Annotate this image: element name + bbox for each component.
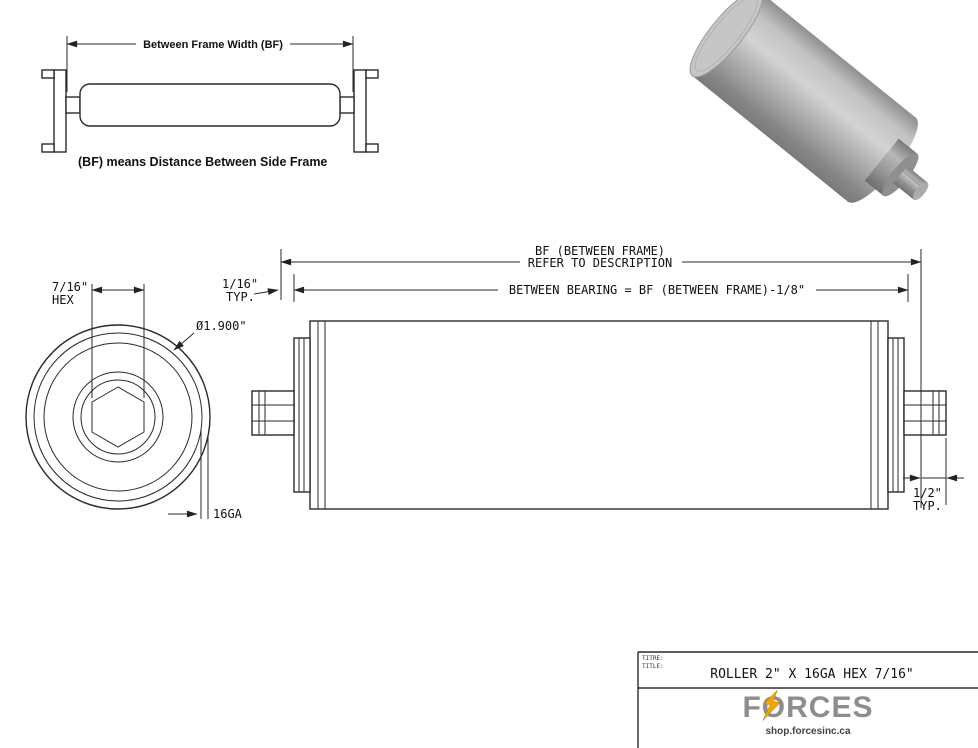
- near-face-ring: [694, 0, 758, 72]
- left-typ-word-label: TYP.: [226, 290, 255, 304]
- cylinder-far-cap: [845, 116, 918, 203]
- roller-end-view: 7/16" HEX Ø1.900" 16GA: [25, 280, 247, 521]
- hex-facet-line: [897, 177, 919, 195]
- bearing-hub-cap: [882, 153, 919, 197]
- forces-logo: FORCES shop.forcesinc.ca: [640, 689, 976, 737]
- bearing-hub: [864, 138, 918, 196]
- bf-dim-label-2: REFER TO DESCRIPTION: [528, 256, 673, 270]
- roller-3d-render: [689, 0, 929, 203]
- roller-od-circle: [25, 324, 211, 510]
- right-shaft-stub: [339, 96, 355, 114]
- crimp-circle: [43, 342, 193, 492]
- hex-size-label: 7/16": [52, 280, 88, 294]
- diameter-label: Ø1.900": [196, 319, 247, 333]
- cylinder-near-face: [689, 0, 763, 78]
- right-typ-word-label: TYP.: [913, 499, 942, 513]
- right-hex-shaft: [903, 390, 947, 436]
- hex-word-label: HEX: [52, 293, 74, 307]
- hex-bore: [91, 386, 145, 448]
- left-bearing-cap: [293, 337, 311, 493]
- left-hex-shaft: [251, 390, 295, 436]
- drawing-title: ROLLER 2" X 16GA HEX 7/16": [710, 667, 914, 682]
- bearing-circle-outer: [72, 371, 164, 463]
- right-bearing-cap: [887, 337, 905, 493]
- right-typ-size-label: 1/2": [913, 486, 942, 500]
- shaft-end-cap: [912, 182, 929, 201]
- lightning-bolt-icon: [763, 689, 781, 721]
- left-typ-size-label: 1/16": [222, 277, 258, 291]
- website-text: shop.forcesinc.ca: [765, 726, 851, 737]
- title-block: TITRE: TITLE: ROLLER 2" X 16GA HEX 7/16": [637, 651, 978, 748]
- bearing-circle-inner: [80, 379, 156, 455]
- roller-outline: [79, 83, 341, 127]
- roller-side-view: BF (BETWEEN FRAME) REFER TO DESCRIPTION …: [222, 244, 964, 513]
- left-side-frame: [41, 69, 67, 153]
- left-shaft-stub: [65, 96, 81, 114]
- bf-dim-label-1: BF (BETWEEN FRAME): [535, 244, 665, 258]
- bf-width-label: Between Frame Width (BF): [143, 39, 283, 51]
- title-label-en: TITLE:: [642, 663, 664, 670]
- bf-caption: (BF) means Distance Between Side Frame: [78, 155, 327, 169]
- gauge-label: 16GA: [213, 507, 243, 521]
- cylinder-body: [692, 0, 916, 202]
- roller-id-circle: [33, 332, 203, 502]
- bf-explainer-diagram: Between Frame Width (BF) (BF) means Dist…: [41, 36, 379, 169]
- right-side-frame: [353, 69, 379, 153]
- between-bearing-label: BETWEEN BEARING = BF (BETWEEN FRAME)-1/8…: [509, 283, 805, 297]
- title-label-fr: TITRE:: [642, 655, 664, 662]
- brand-row: FORCES: [742, 689, 873, 725]
- roller-body: [309, 320, 889, 510]
- leader-line: [173, 332, 195, 351]
- leader-line: [253, 288, 279, 296]
- hex-facet-line: [902, 171, 924, 189]
